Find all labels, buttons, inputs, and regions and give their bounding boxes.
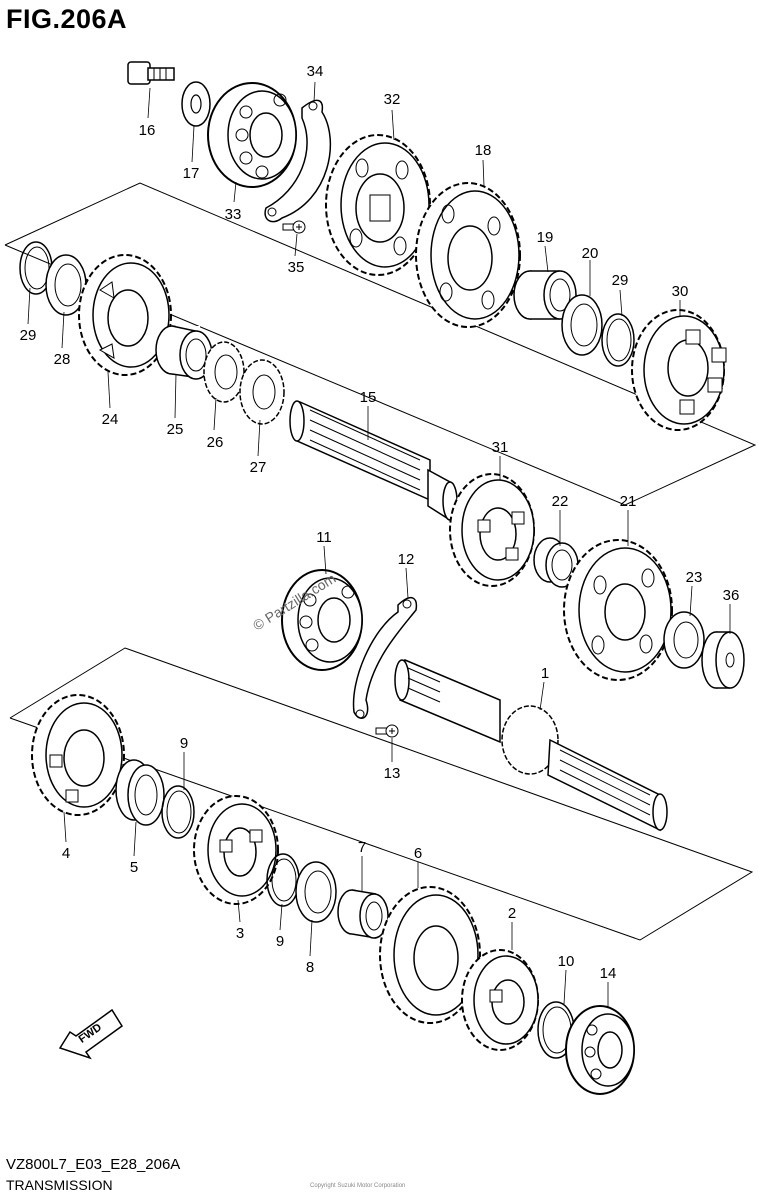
part-23-washer[interactable]: [663, 611, 705, 669]
part-28-washer[interactable]: [45, 254, 87, 316]
callout-34[interactable]: 34: [307, 63, 324, 80]
callout-3[interactable]: 3: [236, 925, 244, 942]
callout-26[interactable]: 26: [207, 434, 224, 451]
part-11-bearing[interactable]: [281, 569, 363, 671]
callout-14[interactable]: 14: [600, 965, 617, 982]
part-3-gear[interactable]: [193, 795, 279, 905]
callout-24[interactable]: 24: [102, 411, 119, 428]
part-36-cap[interactable]: [701, 631, 745, 689]
callout-30[interactable]: 30: [672, 283, 689, 300]
part-21-gear[interactable]: [563, 539, 673, 681]
callout-28[interactable]: 28: [54, 351, 71, 368]
callout-9-lower[interactable]: 9: [276, 933, 284, 950]
callout-15[interactable]: 15: [360, 389, 377, 406]
part-14-bearing[interactable]: [565, 1005, 635, 1095]
callout-2[interactable]: 2: [508, 905, 516, 922]
part-34-retainer[interactable]: [264, 99, 332, 223]
part-26-lock-washer[interactable]: [203, 341, 245, 403]
part-1-main-shaft[interactable]: [394, 658, 668, 832]
part-5-bushing[interactable]: [115, 759, 165, 826]
callout-13[interactable]: 13: [384, 765, 401, 782]
part-15-countershaft[interactable]: [289, 400, 458, 522]
callout-10[interactable]: 10: [558, 953, 575, 970]
callout-11[interactable]: 11: [316, 529, 332, 546]
leader-lines: [27, 81, 731, 1008]
callout-1[interactable]: 1: [541, 665, 549, 682]
callout-numbers: 16 17 33 34 35 32 18 19 20 29 30 29 28 2…: [20, 63, 740, 982]
callout-22[interactable]: 22: [552, 493, 569, 510]
part-16-bolt[interactable]: [127, 61, 175, 85]
part-27-lock-washer[interactable]: [239, 359, 285, 425]
callout-27[interactable]: 27: [250, 459, 267, 476]
part-7-needle-bearing[interactable]: [337, 889, 389, 939]
part-12-retainer[interactable]: [352, 596, 418, 719]
callout-12[interactable]: 12: [398, 551, 415, 568]
callout-4[interactable]: 4: [62, 845, 70, 862]
part-17-washer[interactable]: [181, 81, 211, 127]
callout-16[interactable]: 16: [139, 122, 156, 139]
figure-title: FIG.206A: [6, 4, 128, 34]
part-4-gear[interactable]: [31, 694, 125, 816]
part-24-gear[interactable]: [78, 254, 172, 376]
lower-assembly-frame: [9, 647, 754, 941]
callout-35[interactable]: 35: [288, 259, 305, 276]
part-22-bushing[interactable]: [533, 537, 579, 588]
callout-29-left[interactable]: 29: [20, 327, 37, 344]
part-8-washer[interactable]: [295, 861, 337, 923]
fwd-arrow-icon: FWD: [58, 1008, 124, 1060]
model-code: VZ800L7_E03_E28_206A: [6, 1156, 181, 1173]
callout-5[interactable]: 5: [130, 859, 138, 876]
callout-6[interactable]: 6: [414, 845, 422, 862]
part-9-circlip-lower[interactable]: [266, 853, 300, 907]
part-9-circlip-upper[interactable]: [161, 785, 195, 839]
callout-36[interactable]: 36: [723, 587, 740, 604]
callout-31[interactable]: 31: [492, 439, 509, 456]
part-30-gear[interactable]: [631, 309, 727, 431]
upper-assembly-frame: [4, 182, 757, 506]
part-2-gear[interactable]: [461, 949, 539, 1051]
callout-29-right[interactable]: 29: [612, 272, 629, 289]
callout-20[interactable]: 20: [582, 245, 599, 262]
callout-8[interactable]: 8: [306, 959, 314, 976]
section-name: TRANSMISSION: [6, 1177, 113, 1193]
callout-21[interactable]: 21: [620, 493, 637, 510]
callout-7[interactable]: 7: [358, 839, 366, 856]
callout-19[interactable]: 19: [537, 229, 554, 246]
callout-33[interactable]: 33: [225, 206, 242, 223]
part-31-gear[interactable]: [449, 473, 535, 587]
part-20-washer[interactable]: [561, 294, 603, 356]
part-35-screw[interactable]: [282, 220, 306, 234]
part-18-gear[interactable]: [415, 182, 521, 328]
part-33-bearing[interactable]: [207, 82, 297, 188]
part-13-screw[interactable]: [375, 724, 399, 738]
callout-17[interactable]: 17: [183, 165, 200, 182]
part-25-needle-bearing[interactable]: [155, 325, 213, 380]
callout-32[interactable]: 32: [384, 91, 401, 108]
callout-18[interactable]: 18: [475, 142, 492, 159]
callout-9-upper[interactable]: 9: [180, 735, 188, 752]
part-29-circlip-right[interactable]: [601, 313, 635, 367]
part-32-gear[interactable]: [325, 134, 431, 276]
callout-25[interactable]: 25: [167, 421, 184, 438]
part-6-gear[interactable]: [379, 886, 481, 1024]
copyright-note: Copyright Suzuki Motor Corporation: [310, 1183, 406, 1189]
callout-23[interactable]: 23: [686, 569, 703, 586]
